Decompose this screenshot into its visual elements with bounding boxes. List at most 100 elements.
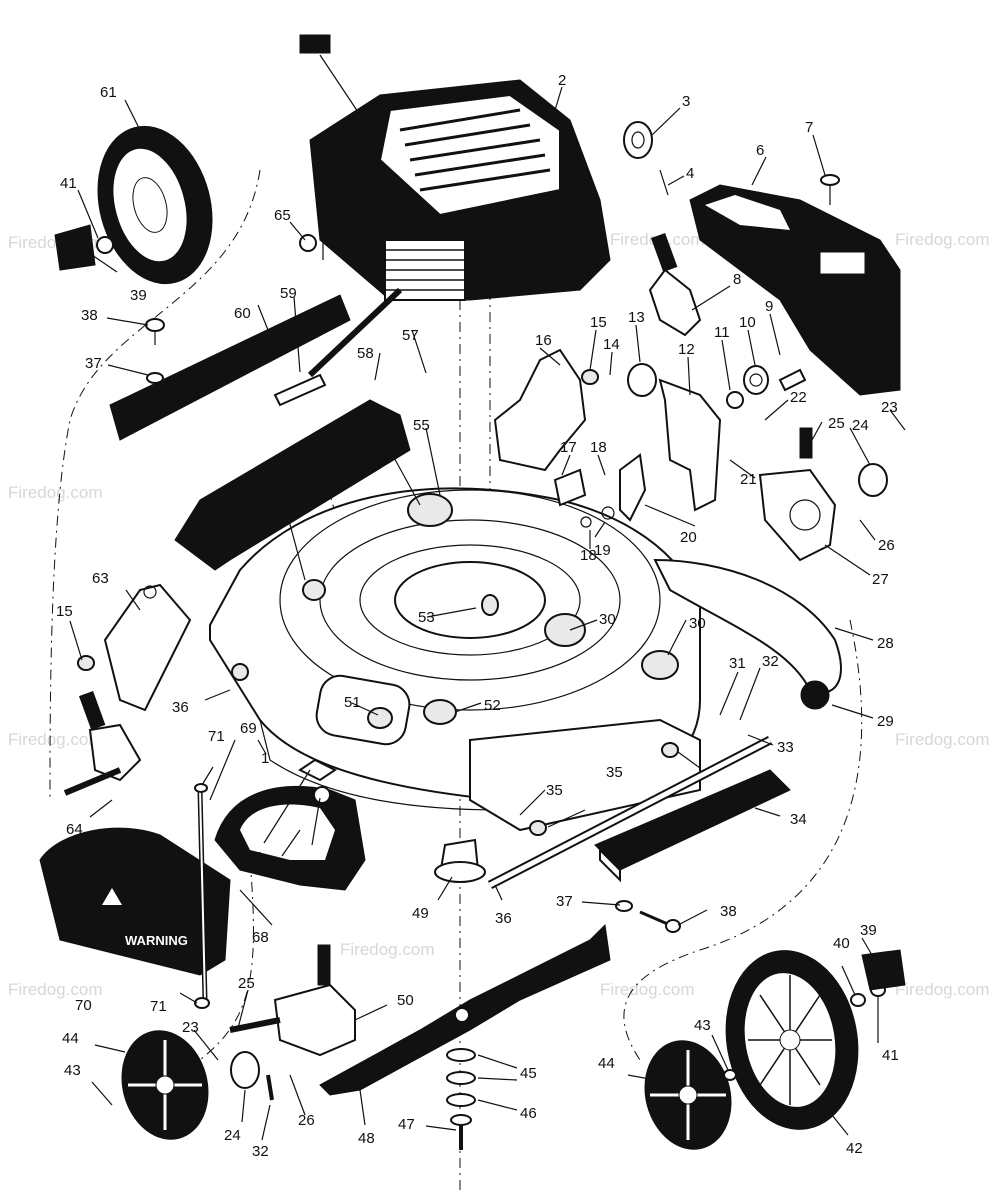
callout-49: 49 (412, 905, 429, 922)
watermark: Firedog.com (895, 980, 989, 999)
callout-37: 37 (556, 893, 573, 910)
callout-35: 35 (606, 764, 623, 781)
watermark: Firedog.com (600, 980, 694, 999)
callout-43: 43 (64, 1062, 81, 1079)
callout-labels: 1 2 3 4 6 7 8 9 10 11 12 13 14 15 15 16 … (56, 72, 899, 1160)
wheel-61 (54, 125, 213, 285)
callout-34: 34 (790, 811, 807, 828)
callout-18: 18 (590, 439, 607, 456)
leader-lines (69, 86, 906, 1141)
callout-50: 50 (397, 992, 414, 1009)
blade-adapter-49 (434, 838, 486, 883)
callout-61: 61 (100, 84, 117, 101)
callout-8: 8 (733, 271, 741, 288)
callout-44: 44 (598, 1055, 615, 1072)
pin-71 (194, 783, 210, 1009)
callout-67: 67 (277, 864, 294, 881)
rear-axle (487, 736, 773, 889)
callout-52: 52 (484, 697, 501, 714)
callout-59: 59 (280, 285, 297, 302)
callout-24: 24 (224, 1127, 241, 1144)
callout-2: 2 (558, 72, 566, 89)
front-bracket-50 (229, 944, 356, 1057)
callout-31: 31 (729, 655, 746, 672)
callout-33: 33 (777, 739, 794, 756)
watermark: Firedog.com (8, 980, 102, 999)
callout-25: 25 (828, 415, 845, 432)
pulley-3 (623, 121, 669, 196)
callout-63: 63 (92, 570, 109, 587)
wheel-washers-right (723, 949, 906, 1081)
callout-15: 15 (56, 603, 73, 620)
callout-36: 36 (172, 699, 189, 716)
callout-45: 45 (520, 1065, 537, 1082)
warning-label: WARNING (125, 933, 188, 948)
bracket-63 (103, 583, 192, 712)
wheel-42 (725, 950, 859, 1130)
callout-57: 57 (402, 327, 419, 344)
callout-69: 69 (240, 720, 257, 737)
gear-24-left (230, 1051, 274, 1101)
hubcap-44-left (121, 1030, 209, 1140)
callout-71: 71 (150, 998, 167, 1015)
callout-15: 15 (590, 314, 607, 331)
callout-47: 47 (398, 1116, 415, 1133)
callout-24: 24 (852, 417, 869, 434)
callout-25: 25 (238, 975, 255, 992)
callout-20: 20 (680, 529, 697, 546)
callout-23: 23 (881, 399, 898, 416)
callout-32: 32 (762, 653, 779, 670)
screw-38 (145, 318, 165, 384)
watermark: Firedog.com (895, 230, 989, 249)
callout-17: 17 (560, 439, 577, 456)
callout-37: 37 (85, 355, 102, 372)
screw-7 (820, 174, 840, 205)
callout-32: 32 (252, 1143, 269, 1160)
baffle-60 (109, 287, 411, 571)
callout-1: 1 (261, 750, 269, 767)
watermark: Firedog.com (8, 730, 102, 749)
watermark: Firedog.com (340, 940, 434, 959)
lever-64 (63, 690, 142, 796)
callout-42: 42 (846, 1140, 863, 1157)
callout-11: 11 (714, 324, 730, 341)
callout-44: 44 (62, 1030, 79, 1047)
callout-56: 56 (379, 437, 396, 454)
callout-43: 43 (694, 1017, 711, 1034)
callout-60: 60 (234, 305, 251, 322)
blade-hardware (446, 1048, 476, 1150)
callout-6: 6 (756, 142, 764, 159)
callout-30: 30 (689, 615, 706, 632)
callout-3: 3 (682, 93, 690, 110)
callout-13: 13 (628, 309, 645, 326)
callout-48: 48 (358, 1130, 375, 1147)
callout-16: 16 (535, 332, 552, 349)
callout-19: 19 (594, 542, 611, 559)
callout-28: 28 (877, 635, 894, 652)
callout-23: 23 (182, 1019, 199, 1036)
callout-7: 7 (805, 119, 813, 136)
callout-70: 70 (75, 997, 92, 1014)
discharge-chute (214, 758, 366, 891)
callout-46: 46 (520, 1105, 537, 1122)
callout-36: 36 (495, 910, 512, 927)
callout-41: 41 (882, 1047, 899, 1064)
callout-66: 66 (246, 849, 263, 866)
callout-27: 27 (872, 571, 889, 588)
callout-4: 4 (686, 165, 694, 182)
screw-37-38 (615, 900, 681, 933)
callout-55: 55 (413, 417, 430, 434)
callout-35: 35 (262, 504, 279, 521)
callout-39: 39 (860, 922, 877, 939)
callout-64: 64 (66, 821, 83, 838)
callout-71: 71 (208, 728, 225, 745)
deck-fasteners (77, 369, 679, 836)
callout-26: 26 (878, 537, 895, 554)
rear-skirt (594, 769, 791, 883)
wheel-bracket-27 (758, 427, 888, 562)
hubcap-44-right (644, 1040, 732, 1150)
watermark: Firedog.com (895, 730, 989, 749)
callout-58: 58 (357, 345, 374, 362)
callout-35: 35 (546, 782, 563, 799)
